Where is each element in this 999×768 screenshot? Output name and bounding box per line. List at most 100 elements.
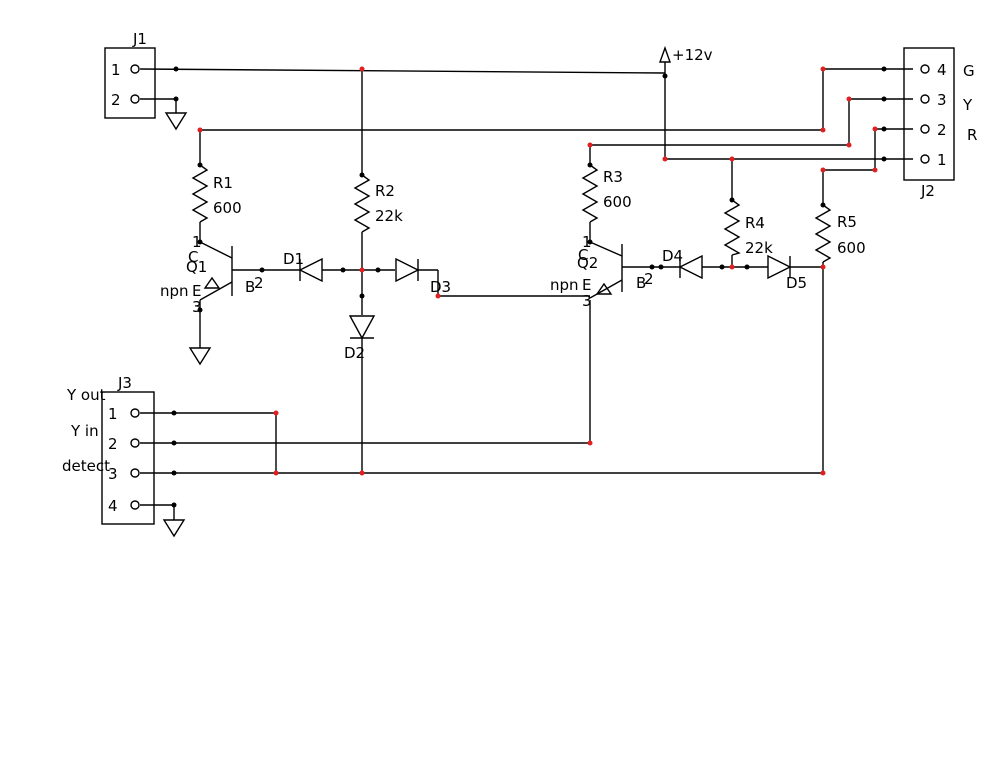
connector-j1-body: [104, 47, 156, 119]
diode-d5: D5: [767, 254, 807, 292]
junction-dot: [359, 267, 365, 273]
junction-dot: [197, 127, 203, 133]
connector-j2-pin-label: 1: [937, 151, 947, 169]
junction-dot: [587, 142, 593, 148]
diode-ref: D3: [430, 278, 451, 296]
transistor-pin-number: 2: [644, 270, 654, 288]
diode-d1: D1: [283, 250, 323, 283]
connection-dot: [881, 96, 887, 102]
ground-icon: [162, 519, 186, 538]
resistor-r4: R4 22k: [723, 199, 773, 257]
connector-j3-pin-label: 4: [108, 497, 118, 515]
transistor-emitter-lead: [199, 281, 233, 301]
connector-j3: J3 1 2 3 4 Y out Y in detect: [62, 374, 155, 525]
resistor-r3: R3 600: [581, 164, 632, 223]
transistor-model: npn: [160, 282, 189, 300]
transistor-q2: 1 C Q2 npn E 3 B 2: [550, 233, 654, 310]
connection-dot: [729, 197, 735, 203]
transistor-base-label: B: [636, 274, 646, 292]
diode-ref: D1: [283, 250, 304, 268]
transistor-collector-lead: [589, 241, 623, 257]
power-12v: +12v: [659, 45, 713, 64]
connection-dot: [197, 307, 203, 313]
junction-dot: [820, 127, 826, 133]
resistor-ref: R2: [375, 182, 395, 200]
resistor-ref: R3: [603, 168, 623, 186]
connector-j1: J1 1 2: [104, 30, 156, 119]
connector-pin-terminal: [130, 468, 140, 478]
resistor-value: 22k: [745, 239, 773, 257]
transistor-emitter-lead: [589, 279, 623, 299]
transistor-emitter-label: E: [192, 282, 201, 300]
ground-icon: [164, 112, 188, 131]
transistor-q1: 1 C Q1 npn E 3 B 2: [160, 233, 264, 316]
junction-dot: [359, 66, 365, 72]
connector-j1-pin-label: 1: [111, 61, 121, 79]
connector-j3-pin-label: 3: [108, 465, 118, 483]
connector-j3-signal-name: Y out: [66, 386, 106, 404]
junction-dots: [171, 66, 887, 508]
junction-dot: [820, 66, 826, 72]
connector-j2-pin-label: 4: [937, 61, 947, 79]
transistor-emitter-arrow-icon: [203, 276, 221, 289]
connector-pin-terminal: [130, 500, 140, 510]
connection-dot: [662, 73, 668, 79]
connection-dot: [173, 96, 179, 102]
connector-pin-terminal: [130, 408, 140, 418]
power-12v-label: +12v: [672, 46, 713, 64]
transistor-collector-label: C: [188, 248, 198, 266]
connector-pin-terminal: [920, 94, 930, 104]
diode-icon: [395, 257, 420, 283]
junction-dot: [872, 126, 878, 132]
junction-dot: [846, 96, 852, 102]
transistor-pin-number: 1: [192, 233, 202, 251]
diode-ref: D5: [786, 274, 807, 292]
connection-dot: [744, 264, 750, 270]
connector-j2-signal-name: G: [963, 62, 975, 80]
connector-j3-ref: J3: [117, 374, 132, 392]
diode-icon: [678, 254, 703, 280]
resistor-r5: R5 600: [814, 204, 866, 263]
resistor-r1: R1 600: [191, 164, 242, 223]
diode-icon: [298, 257, 323, 283]
connector-pin-terminal: [130, 94, 140, 104]
connection-dot: [197, 239, 203, 245]
diode-icon: [767, 254, 792, 280]
connector-j3-pin-label: 1: [108, 405, 118, 423]
transistor-pin-number: 3: [192, 298, 202, 316]
diode-d3: D3: [395, 257, 451, 296]
connector-j3-body: [101, 391, 155, 525]
connector-j3-signal-name: Y in: [70, 422, 99, 440]
junction-dot: [587, 440, 593, 446]
diode-ref: D4: [662, 247, 683, 265]
transistor-collector-lead: [199, 241, 233, 259]
connection-dot: [359, 172, 365, 178]
junction-dot: [273, 410, 279, 416]
junction-dot: [273, 470, 279, 476]
connector-j2: J2 4 3 2 1 G Y R: [903, 47, 977, 200]
connector-j2-ref: J2: [920, 182, 935, 200]
connector-pin-terminal: [920, 154, 930, 164]
transistor-pin-number: 2: [254, 274, 264, 292]
resistor-value: 600: [837, 239, 866, 257]
junction-dot: [820, 470, 826, 476]
junction-dot: [435, 293, 441, 299]
resistor-zigzag-icon: [723, 199, 741, 256]
transistor-pin-number: 1: [582, 233, 592, 251]
connection-dot: [881, 126, 887, 132]
resistor-value: 22k: [375, 207, 403, 225]
connection-dot: [820, 202, 826, 208]
connector-pin-terminal: [130, 438, 140, 448]
transistor-emitter-arrow-icon: [595, 282, 613, 295]
resistor-r2: R2 22k: [353, 174, 403, 233]
resistor-zigzag-icon: [353, 174, 371, 233]
resistor-ref: R5: [837, 213, 857, 231]
diode-d2: D2: [344, 315, 376, 362]
transistor-ref: Q1: [186, 258, 207, 276]
connection-dot: [197, 162, 203, 168]
connection-dot: [171, 470, 177, 476]
transistor-base-label: B: [245, 278, 255, 296]
resistor-zigzag-icon: [191, 164, 209, 223]
wires: [139, 62, 913, 520]
